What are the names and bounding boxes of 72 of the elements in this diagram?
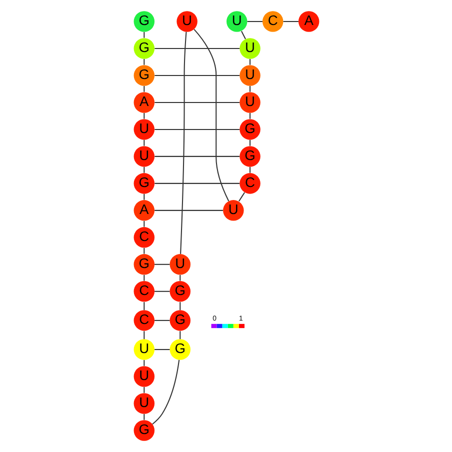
connector bbox=[154, 48, 240, 50]
node-circle: G bbox=[133, 173, 154, 194]
node-circle: U bbox=[133, 393, 154, 414]
connector bbox=[143, 302, 144, 310]
connector bbox=[143, 194, 144, 200]
connector bbox=[143, 86, 144, 92]
connector bbox=[143, 360, 144, 366]
connector bbox=[143, 220, 144, 227]
connector bbox=[193, 29, 229, 202]
node-circle: C bbox=[133, 281, 154, 302]
node-circle: G bbox=[239, 146, 260, 167]
node-circle: U bbox=[222, 200, 244, 221]
connector bbox=[249, 140, 250, 146]
node-circle: G bbox=[133, 11, 154, 32]
connector bbox=[179, 274, 180, 281]
connector bbox=[249, 86, 250, 92]
node-circle: U bbox=[133, 366, 154, 387]
node-circle: G bbox=[133, 420, 154, 441]
connector bbox=[154, 74, 240, 76]
connector bbox=[152, 360, 180, 425]
node-circle: G bbox=[133, 65, 154, 86]
connector bbox=[179, 302, 180, 310]
node-circle: C bbox=[239, 173, 260, 194]
connector bbox=[154, 102, 240, 103]
connector bbox=[154, 182, 240, 184]
node-circle: G bbox=[239, 119, 260, 140]
node-circle: G bbox=[169, 339, 190, 360]
connector bbox=[240, 30, 246, 40]
node-circle: U bbox=[133, 146, 154, 167]
connector bbox=[249, 166, 250, 173]
node-circle: A bbox=[298, 11, 319, 32]
node-circle: U bbox=[133, 339, 154, 360]
connector bbox=[154, 264, 170, 265]
node-circle: C bbox=[133, 227, 154, 248]
node-circle: G bbox=[133, 254, 154, 275]
connector bbox=[282, 20, 298, 22]
connector bbox=[154, 320, 170, 321]
node-circle: U bbox=[176, 11, 197, 32]
node-circle: U bbox=[133, 119, 154, 140]
connector bbox=[143, 274, 144, 281]
node-circle: G bbox=[169, 281, 190, 302]
connector bbox=[143, 140, 144, 146]
connector bbox=[246, 20, 262, 22]
connector bbox=[179, 331, 180, 340]
node-circle: U bbox=[239, 92, 260, 113]
node-circle: A bbox=[133, 92, 154, 113]
connector bbox=[143, 59, 144, 65]
node-circle: A bbox=[133, 200, 154, 221]
connector bbox=[154, 349, 170, 350]
connector bbox=[249, 113, 250, 119]
connector bbox=[143, 387, 144, 393]
node-circle: C bbox=[262, 11, 283, 32]
connector bbox=[154, 156, 240, 157]
connector bbox=[143, 166, 144, 173]
node-circle: U bbox=[169, 254, 190, 275]
connector bbox=[180, 32, 186, 254]
connector bbox=[143, 32, 144, 38]
connector bbox=[143, 113, 144, 119]
connector bbox=[249, 59, 250, 65]
connector bbox=[154, 210, 222, 211]
connector bbox=[143, 248, 144, 254]
connector bbox=[143, 331, 144, 340]
node-circle: U bbox=[239, 38, 260, 59]
connector bbox=[154, 290, 170, 292]
node-circle: C bbox=[133, 310, 154, 331]
connector bbox=[154, 128, 240, 130]
node-circle: G bbox=[169, 310, 190, 331]
connector bbox=[143, 414, 144, 420]
connector bbox=[238, 192, 245, 202]
node-circle: G bbox=[133, 38, 154, 59]
node-circle: U bbox=[226, 11, 247, 32]
node-circle: U bbox=[239, 65, 260, 86]
